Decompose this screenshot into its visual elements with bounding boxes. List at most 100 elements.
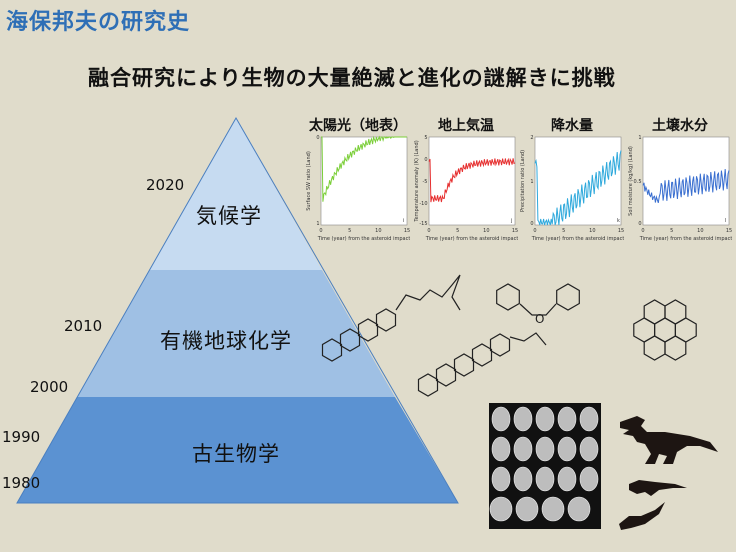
chart-title-surface-sunlight: 太陽光（地表） xyxy=(309,118,407,134)
x-tick-label: 10 xyxy=(697,228,703,234)
x-tick-label: 15 xyxy=(726,228,732,234)
y-axis-label: Soil moisture (kg/kg) (Land) xyxy=(628,146,634,216)
layer-label-paleontology: 古生物学 xyxy=(192,442,280,466)
x-tick-label: 15 xyxy=(512,228,518,234)
x-tick-label: 10 xyxy=(375,228,381,234)
x-tick-label: 5 xyxy=(348,228,351,234)
slide-subtitle: 融合研究により生物の大量絶滅と進化の謎解きに挑戦 xyxy=(88,66,616,90)
series-line xyxy=(428,157,516,203)
y-tick-label: 0 xyxy=(530,221,533,227)
foraminifera-specimen xyxy=(491,436,511,462)
layer-label-climatology: 気候学 xyxy=(196,204,262,228)
x-tick-label: 15 xyxy=(404,228,410,234)
x-tick-label: 5 xyxy=(456,228,459,234)
foraminifera-specimen xyxy=(557,466,577,492)
foraminifera-specimen xyxy=(567,496,591,522)
y-tick-label: 5 xyxy=(424,135,427,141)
reptile-icon xyxy=(629,480,687,496)
foraminifera-specimen xyxy=(489,496,513,522)
y-tick-label: -10 xyxy=(419,201,427,207)
series-line xyxy=(534,150,622,226)
chart-title-precipitation: 降水量 xyxy=(551,118,593,134)
year-2010: 2010 xyxy=(64,317,103,335)
foraminifera-photo xyxy=(489,403,601,529)
x-axis-label: Time (year) from the asteroid impact xyxy=(531,236,624,242)
amphibian-icon xyxy=(619,502,665,530)
series-line xyxy=(321,135,407,202)
y-tick-label: 1 xyxy=(316,221,319,227)
foraminifera-specimen xyxy=(535,406,555,432)
tyrannosaurus-icon xyxy=(620,416,718,464)
foraminifera-specimen xyxy=(557,436,577,462)
animal-silhouettes xyxy=(619,416,718,530)
foraminifera-specimen xyxy=(541,496,565,522)
y-tick-label: -5 xyxy=(423,179,428,185)
y-tick-label: 0 xyxy=(424,157,427,163)
plot-area xyxy=(428,136,516,226)
panel-label: k xyxy=(617,218,620,224)
x-tick-label: 10 xyxy=(589,228,595,234)
panel-label: l xyxy=(725,218,726,224)
x-tick-label: 10 xyxy=(483,228,489,234)
pyramid-layer-climatology xyxy=(150,118,322,270)
foraminifera-specimen xyxy=(515,496,539,522)
research-pyramid xyxy=(16,116,459,504)
x-tick-label: 0 xyxy=(427,228,430,234)
x-tick-label: 0 xyxy=(533,228,536,234)
foraminifera-specimen xyxy=(557,406,577,432)
year-2020: 2020 xyxy=(146,176,185,194)
year-1990: 1990 xyxy=(2,428,41,446)
y-tick-label: 0 xyxy=(638,221,641,227)
coronene-structure-icon xyxy=(633,299,697,361)
chart-title-surface-temperature: 地上気温 xyxy=(438,118,494,134)
chart-title-soil-moisture: 土壌水分 xyxy=(652,118,708,134)
hopane-structure-icon xyxy=(417,332,547,397)
panel-label: j xyxy=(510,218,512,224)
plot-area xyxy=(534,136,622,226)
y-tick-label: 0 xyxy=(316,135,319,141)
x-axis-label: Time (year) from the asteroid impact xyxy=(639,236,732,242)
year-2000: 2000 xyxy=(30,378,69,396)
foraminifera-specimen xyxy=(513,406,533,432)
y-axis-label: Temperature anomaly (K) (Land) xyxy=(414,140,420,222)
y-tick-label: 2 xyxy=(530,135,533,141)
molecular-structures: O xyxy=(321,274,697,397)
pyramid-layer-organic-geochemistry xyxy=(77,270,395,397)
y-tick-label: -15 xyxy=(419,221,427,227)
oxygen-label: O xyxy=(535,312,544,326)
x-axis-label: Time (year) from the asteroid impact xyxy=(425,236,518,242)
layer-label-organic-geochemistry: 有機地球化学 xyxy=(160,329,292,353)
foraminifera-specimen xyxy=(513,436,533,462)
y-tick-label: 0.5 xyxy=(634,179,642,185)
page-title: 海保邦夫の研究史 xyxy=(6,10,191,35)
year-1980: 1980 xyxy=(2,474,41,492)
foraminifera-specimen xyxy=(513,466,533,492)
sterane-structure-icon xyxy=(321,274,461,362)
x-tick-label: 0 xyxy=(319,228,322,234)
foraminifera-specimen xyxy=(491,466,511,492)
x-axis-label: Time (year) from the asteroid impact xyxy=(317,236,410,242)
foraminifera-specimen xyxy=(535,466,555,492)
foraminifera-specimen xyxy=(491,406,511,432)
y-tick-label: 1 xyxy=(530,179,533,185)
y-axis-label: Precipitation ratio (Land) xyxy=(520,150,526,212)
dibenzofuran-structure-icon xyxy=(496,283,580,316)
x-tick-label: 5 xyxy=(670,228,673,234)
foraminifera-specimen xyxy=(579,406,599,432)
y-axis-label: Surface SW ratio (Land) xyxy=(306,151,312,211)
x-tick-label: 15 xyxy=(618,228,624,234)
x-tick-label: 0 xyxy=(641,228,644,234)
pyramid-layer-paleontology xyxy=(17,397,458,503)
series-line xyxy=(642,169,730,204)
plot-area xyxy=(320,136,408,226)
foraminifera-specimen xyxy=(535,436,555,462)
y-tick-label: 1 xyxy=(638,135,641,141)
x-tick-label: 5 xyxy=(562,228,565,234)
foraminifera-specimen xyxy=(579,466,599,492)
foraminifera-specimen xyxy=(579,436,599,462)
panel-label: i xyxy=(403,218,404,224)
